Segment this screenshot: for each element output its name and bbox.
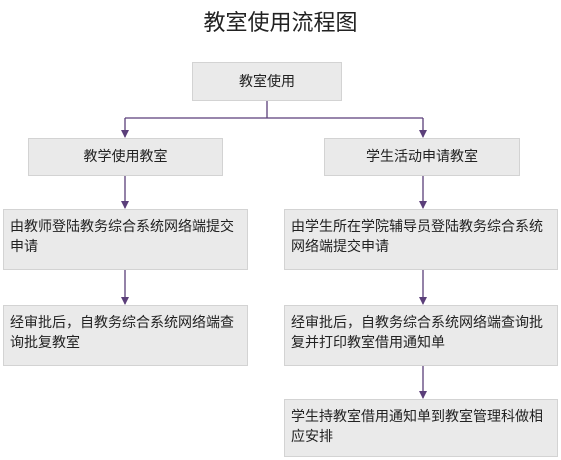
diagram-title: 教室使用流程图 [203,11,358,36]
right-branch-header-label: 学生活动申请教室 [366,149,478,165]
left-branch-header-label: 教学使用教室 [83,149,168,165]
right-branch-header: 学生活动申请教室 [324,138,520,176]
right-step-2-text: 经审批后，自教务综合系统网络端查询批复并打印教室借用通知单 [291,315,543,351]
right-step-3: 学生持教室借用通知单到教室管理科做相应安排 [284,399,558,457]
left-branch-header: 教学使用教室 [28,138,223,176]
left-step-2-text: 经审批后，自教务综合系统网络端查询批复教室 [10,315,234,351]
right-step-2: 经审批后，自教务综合系统网络端查询批复并打印教室借用通知单 [284,305,558,366]
right-step-1: 由学生所在学院辅导员登陆教务综合系统网络端提交申请 [284,209,558,270]
right-step-3-text: 学生持教室借用通知单到教室管理科做相应安排 [291,409,543,445]
left-step-1-text: 由教师登陆教务综合系统网络端提交申请 [10,219,234,255]
root-node: 教室使用 [192,62,342,101]
branch-connector [121,101,427,138]
left-step-1: 由教师登陆教务综合系统网络端提交申请 [3,209,248,270]
left-step-2: 经审批后，自教务综合系统网络端查询批复教室 [3,305,248,366]
root-node-label: 教室使用 [239,73,295,90]
right-step-1-text: 由学生所在学院辅导员登陆教务综合系统网络端提交申请 [291,219,543,255]
